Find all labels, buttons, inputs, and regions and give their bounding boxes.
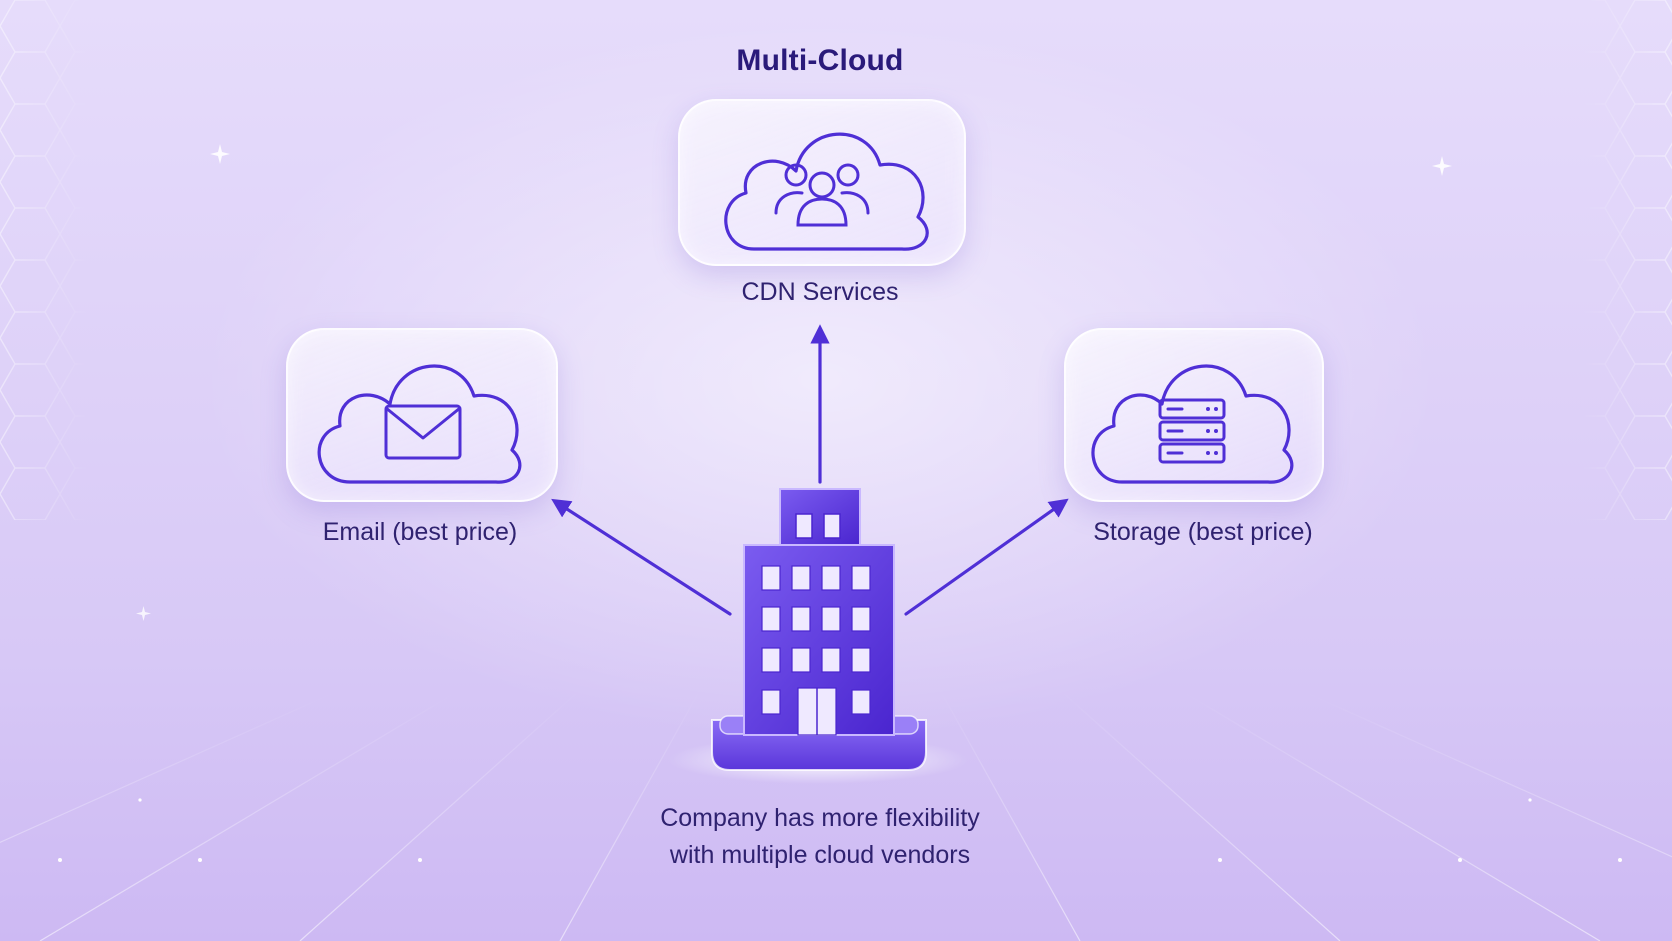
center-caption: Company has more flexibility with multip… — [0, 800, 1640, 874]
edge-center-to-email — [551, 498, 732, 616]
node-email-card — [286, 328, 558, 502]
diagram-title: Multi-Cloud — [736, 44, 904, 77]
node-email-label: Email (best price) — [322, 518, 518, 546]
server-cloud-icon — [1091, 364, 1294, 484]
node-storage-label: Storage (best price) — [1093, 518, 1313, 546]
edge-center-to-storage — [904, 498, 1069, 616]
center-caption-line2: with multiple cloud vendors — [669, 841, 971, 869]
users-cloud-icon — [724, 132, 929, 251]
node-cdn-label: CDN Services — [741, 278, 899, 306]
node-cdn-card — [678, 99, 966, 266]
center-caption-line1: Company has more flexibility — [660, 804, 980, 832]
mail-cloud-icon — [317, 364, 522, 484]
node-storage-card — [1064, 328, 1324, 502]
